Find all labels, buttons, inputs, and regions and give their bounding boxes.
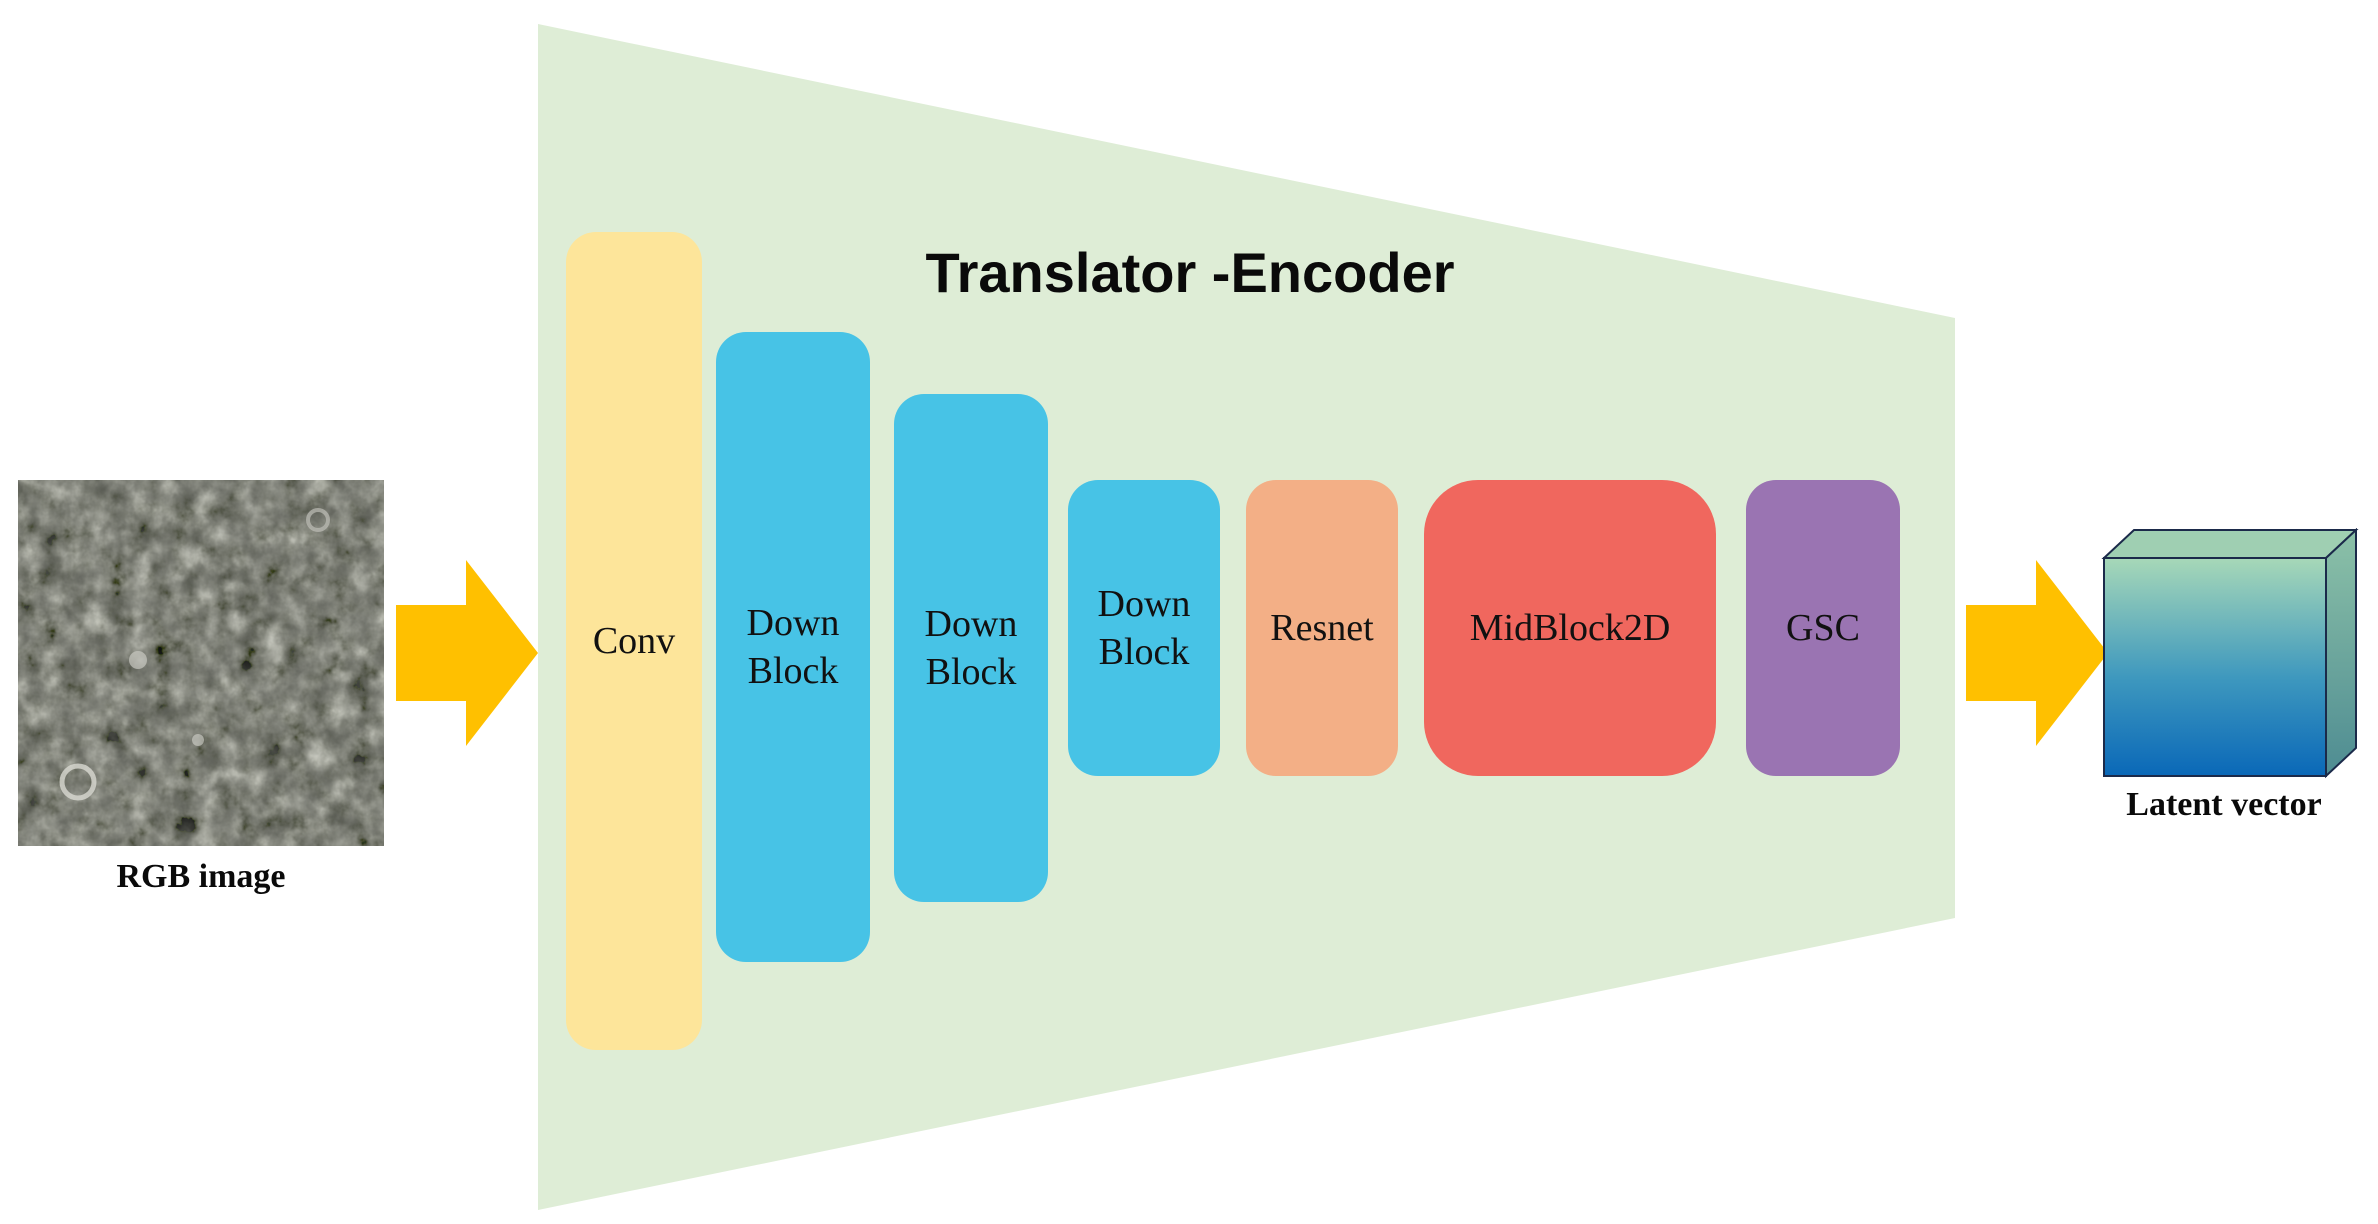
right-arrow-icon [396,560,538,746]
conv-block: Conv [566,232,702,1050]
midblock2d-label: MidBlock2D [1469,607,1671,649]
down-block-3-label: Down Block [1097,583,1191,673]
down-block-2: Down Block [894,394,1048,902]
down-block-3: Down Block [1068,480,1220,776]
conv-label: Conv [592,620,676,662]
rgb-input-image [18,480,384,846]
cube-icon [2101,528,2359,779]
gsc-label: GSC [1786,607,1860,649]
down-block-2-label: Down Block [924,603,1018,693]
output-caption: Latent vector [2126,786,2322,823]
gsc-block: GSC [1746,480,1900,776]
resnet-label: Resnet [1270,607,1374,649]
down-block-1: Down Block [716,332,870,962]
right-arrow-icon [1966,560,2108,746]
midblock2d-block: MidBlock2D [1424,480,1716,776]
encoder-title: Translator -Encoder [925,241,1455,304]
input-caption: RGB image [116,858,286,895]
resnet-block: Resnet [1246,480,1398,776]
down-block-1-label: Down Block [746,602,840,692]
